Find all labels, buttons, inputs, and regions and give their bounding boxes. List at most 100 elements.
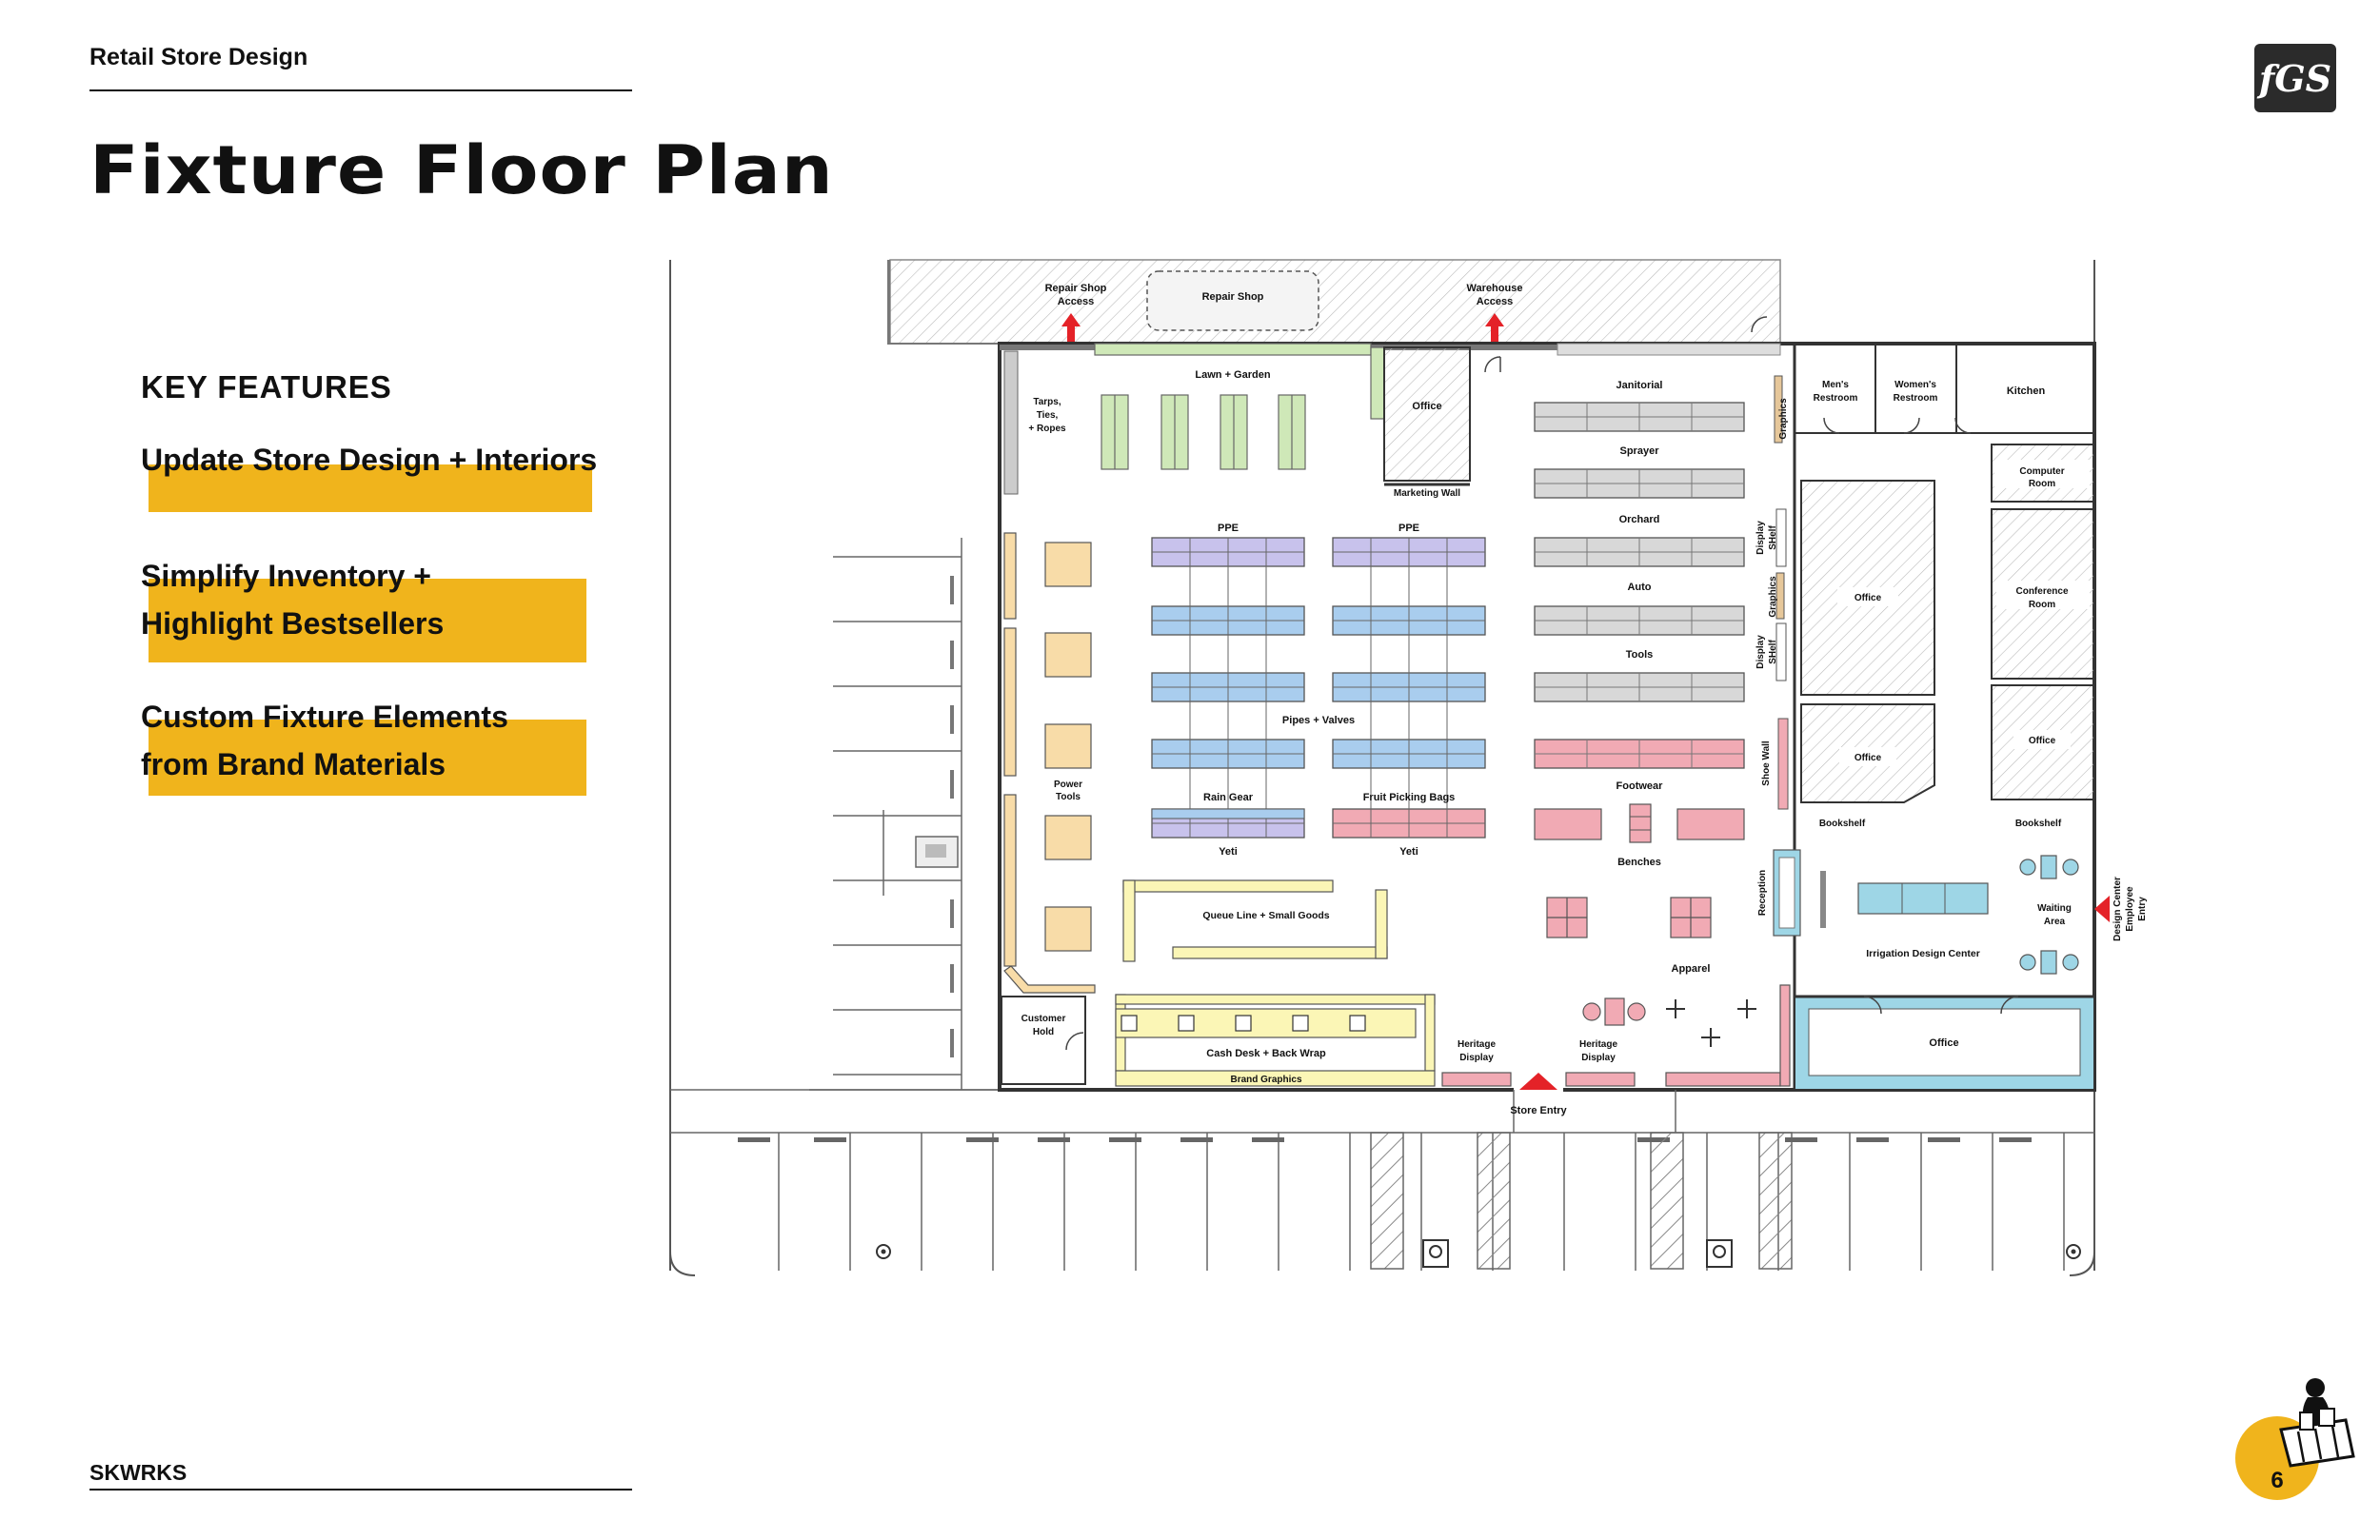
fixture-floor-plan: Repair Shop Repair Shop Access Warehouse…	[669, 259, 2148, 1276]
feature-line: Update Store Design + Interiors	[141, 443, 598, 477]
label-lawn-garden: Lawn + Garden	[1195, 369, 1270, 381]
feature-line: from Brand Materials	[141, 747, 446, 781]
label-office: Office	[1929, 1037, 1958, 1049]
label-cash-desk: Cash Desk + Back Wrap	[1206, 1048, 1326, 1059]
benches	[1534, 803, 1745, 843]
label-employee-entry: Entry	[2137, 897, 2148, 921]
access-arrows	[1061, 313, 1504, 355]
shopper-with-basket-icon	[2279, 1378, 2355, 1468]
label-repair-access: Repair Shop	[1045, 283, 1107, 294]
label-heritage-display: Display	[1581, 1053, 1616, 1063]
label-kitchen: Kitchen	[2007, 385, 2046, 397]
label-mens-restroom: Men's	[1822, 380, 1849, 390]
label-womens-restroom: Women's	[1894, 380, 1936, 390]
label-janitorial: Janitorial	[1616, 380, 1663, 391]
label-repair-shop: Repair Shop	[1202, 291, 1264, 303]
label-display-shelf: SHelf	[1768, 640, 1778, 664]
feature-item: Custom Fixture Elements from Brand Mater…	[141, 693, 508, 788]
label-reception: Reception	[1757, 870, 1768, 916]
accessible-parking-icon	[1706, 1239, 1733, 1268]
label-irrigation-design-center: Irrigation Design Center	[1866, 948, 1980, 959]
label-ppe: PPE	[1398, 523, 1419, 534]
label-mens-restroom: Restroom	[1814, 393, 1858, 404]
feature-line: Simplify Inventory +	[141, 559, 431, 593]
label-display-shelf: Display	[1755, 635, 1766, 669]
label-sprayer: Sprayer	[1620, 445, 1660, 457]
label-employee-entry: Employee	[2125, 886, 2135, 932]
label-waiting-area: Area	[2044, 917, 2066, 927]
label-office: Office	[1412, 401, 1441, 412]
label-power-tools: Power	[1054, 780, 1082, 790]
label-heritage-display: Heritage	[1458, 1039, 1496, 1050]
customer-hold-room	[1001, 996, 1086, 1085]
label-waiting-area: Waiting	[2037, 903, 2072, 914]
parking-left	[809, 538, 1000, 1091]
warehouse-zone	[889, 259, 1781, 345]
label-repair-access: Access	[1058, 296, 1095, 307]
label-fruit-picking-bags: Fruit Picking Bags	[1363, 792, 1456, 803]
label-conference-room: Conference	[2015, 586, 2068, 597]
queue-line-fixtures	[1122, 879, 1388, 962]
feature-item: Update Store Design + Interiors	[141, 436, 597, 484]
label-orchard: Orchard	[1619, 514, 1660, 525]
footer-divider	[89, 1489, 632, 1491]
fgs-logo: fGS	[2254, 44, 2336, 112]
label-bookshelf: Bookshelf	[2015, 819, 2062, 829]
label-heritage-display: Heritage	[1579, 1039, 1617, 1050]
label-customer-hold: Hold	[1033, 1027, 1054, 1037]
page-number: 6	[2271, 1468, 2284, 1493]
label-office: Office	[1854, 753, 1882, 763]
key-features-heading: KEY FEATURES	[141, 369, 392, 405]
label-conference-room: Room	[2029, 600, 2055, 610]
label-marketing-wall: Marketing Wall	[1394, 488, 1460, 499]
label-auto: Auto	[1627, 582, 1651, 593]
label-shoe-wall: Shoe Wall	[1761, 740, 1772, 786]
label-computer-room: Room	[2029, 479, 2055, 489]
section-label: Retail Store Design	[89, 44, 308, 70]
lawn-garden-fixtures	[1101, 394, 1306, 470]
feature-item: Simplify Inventory + Highlight Bestselle…	[141, 552, 444, 647]
label-ppe: PPE	[1218, 523, 1239, 534]
label-tools: Tools	[1626, 649, 1654, 661]
accessible-parking-icon	[1422, 1239, 1449, 1268]
label-pipes-valves: Pipes + Valves	[1282, 715, 1355, 726]
label-office: Office	[1854, 593, 1882, 603]
label-benches: Benches	[1617, 857, 1661, 868]
label-computer-room: Computer	[2019, 466, 2064, 477]
footer-brand: SKWRKS	[89, 1460, 188, 1485]
label-warehouse-access: Warehouse	[1467, 283, 1523, 294]
label-power-tools: Tools	[1056, 792, 1081, 802]
feature-line: Highlight Bestsellers	[141, 606, 445, 641]
label-bookshelf: Bookshelf	[1819, 819, 1866, 829]
apparel-tables	[1546, 897, 1712, 938]
logo-text: fGS	[2256, 57, 2331, 100]
label-queue-line: Queue Line + Small Goods	[1202, 910, 1329, 921]
label-office: Office	[2029, 736, 2056, 746]
irrigation-table	[1857, 882, 1989, 915]
label-warehouse-access: Access	[1477, 296, 1514, 307]
label-customer-hold: Customer	[1021, 1014, 1066, 1024]
label-tarps: Tarps,	[1033, 397, 1061, 407]
label-graphics: Graphics	[1768, 576, 1778, 618]
label-footwear: Footwear	[1616, 780, 1664, 792]
label-yeti: Yeti	[1399, 846, 1418, 858]
label-heritage-display: Display	[1459, 1053, 1494, 1063]
page-title: Fixture Floor Plan	[89, 131, 834, 209]
feature-line: Custom Fixture Elements	[141, 700, 508, 734]
label-store-entry: Store Entry	[1510, 1105, 1567, 1116]
header-divider	[89, 89, 632, 91]
label-tarps: + Ropes	[1028, 424, 1066, 434]
label-brand-graphics: Brand Graphics	[1230, 1075, 1301, 1085]
employee-entry-arrow	[2094, 896, 2110, 922]
highlight-bar	[149, 720, 586, 796]
label-tarps: Ties,	[1037, 410, 1059, 421]
repair-shop-area	[1146, 270, 1319, 331]
store-entry-arrow	[1519, 1073, 1557, 1090]
label-display-shelf: Display	[1755, 521, 1766, 555]
waiting-area-furniture	[2019, 855, 2079, 975]
office-top-room	[1383, 346, 1471, 482]
label-yeti: Yeti	[1219, 846, 1238, 858]
label-graphics: Graphics	[1778, 398, 1789, 440]
highlight-bar	[149, 464, 592, 512]
power-tools-fixtures	[1003, 532, 1096, 994]
